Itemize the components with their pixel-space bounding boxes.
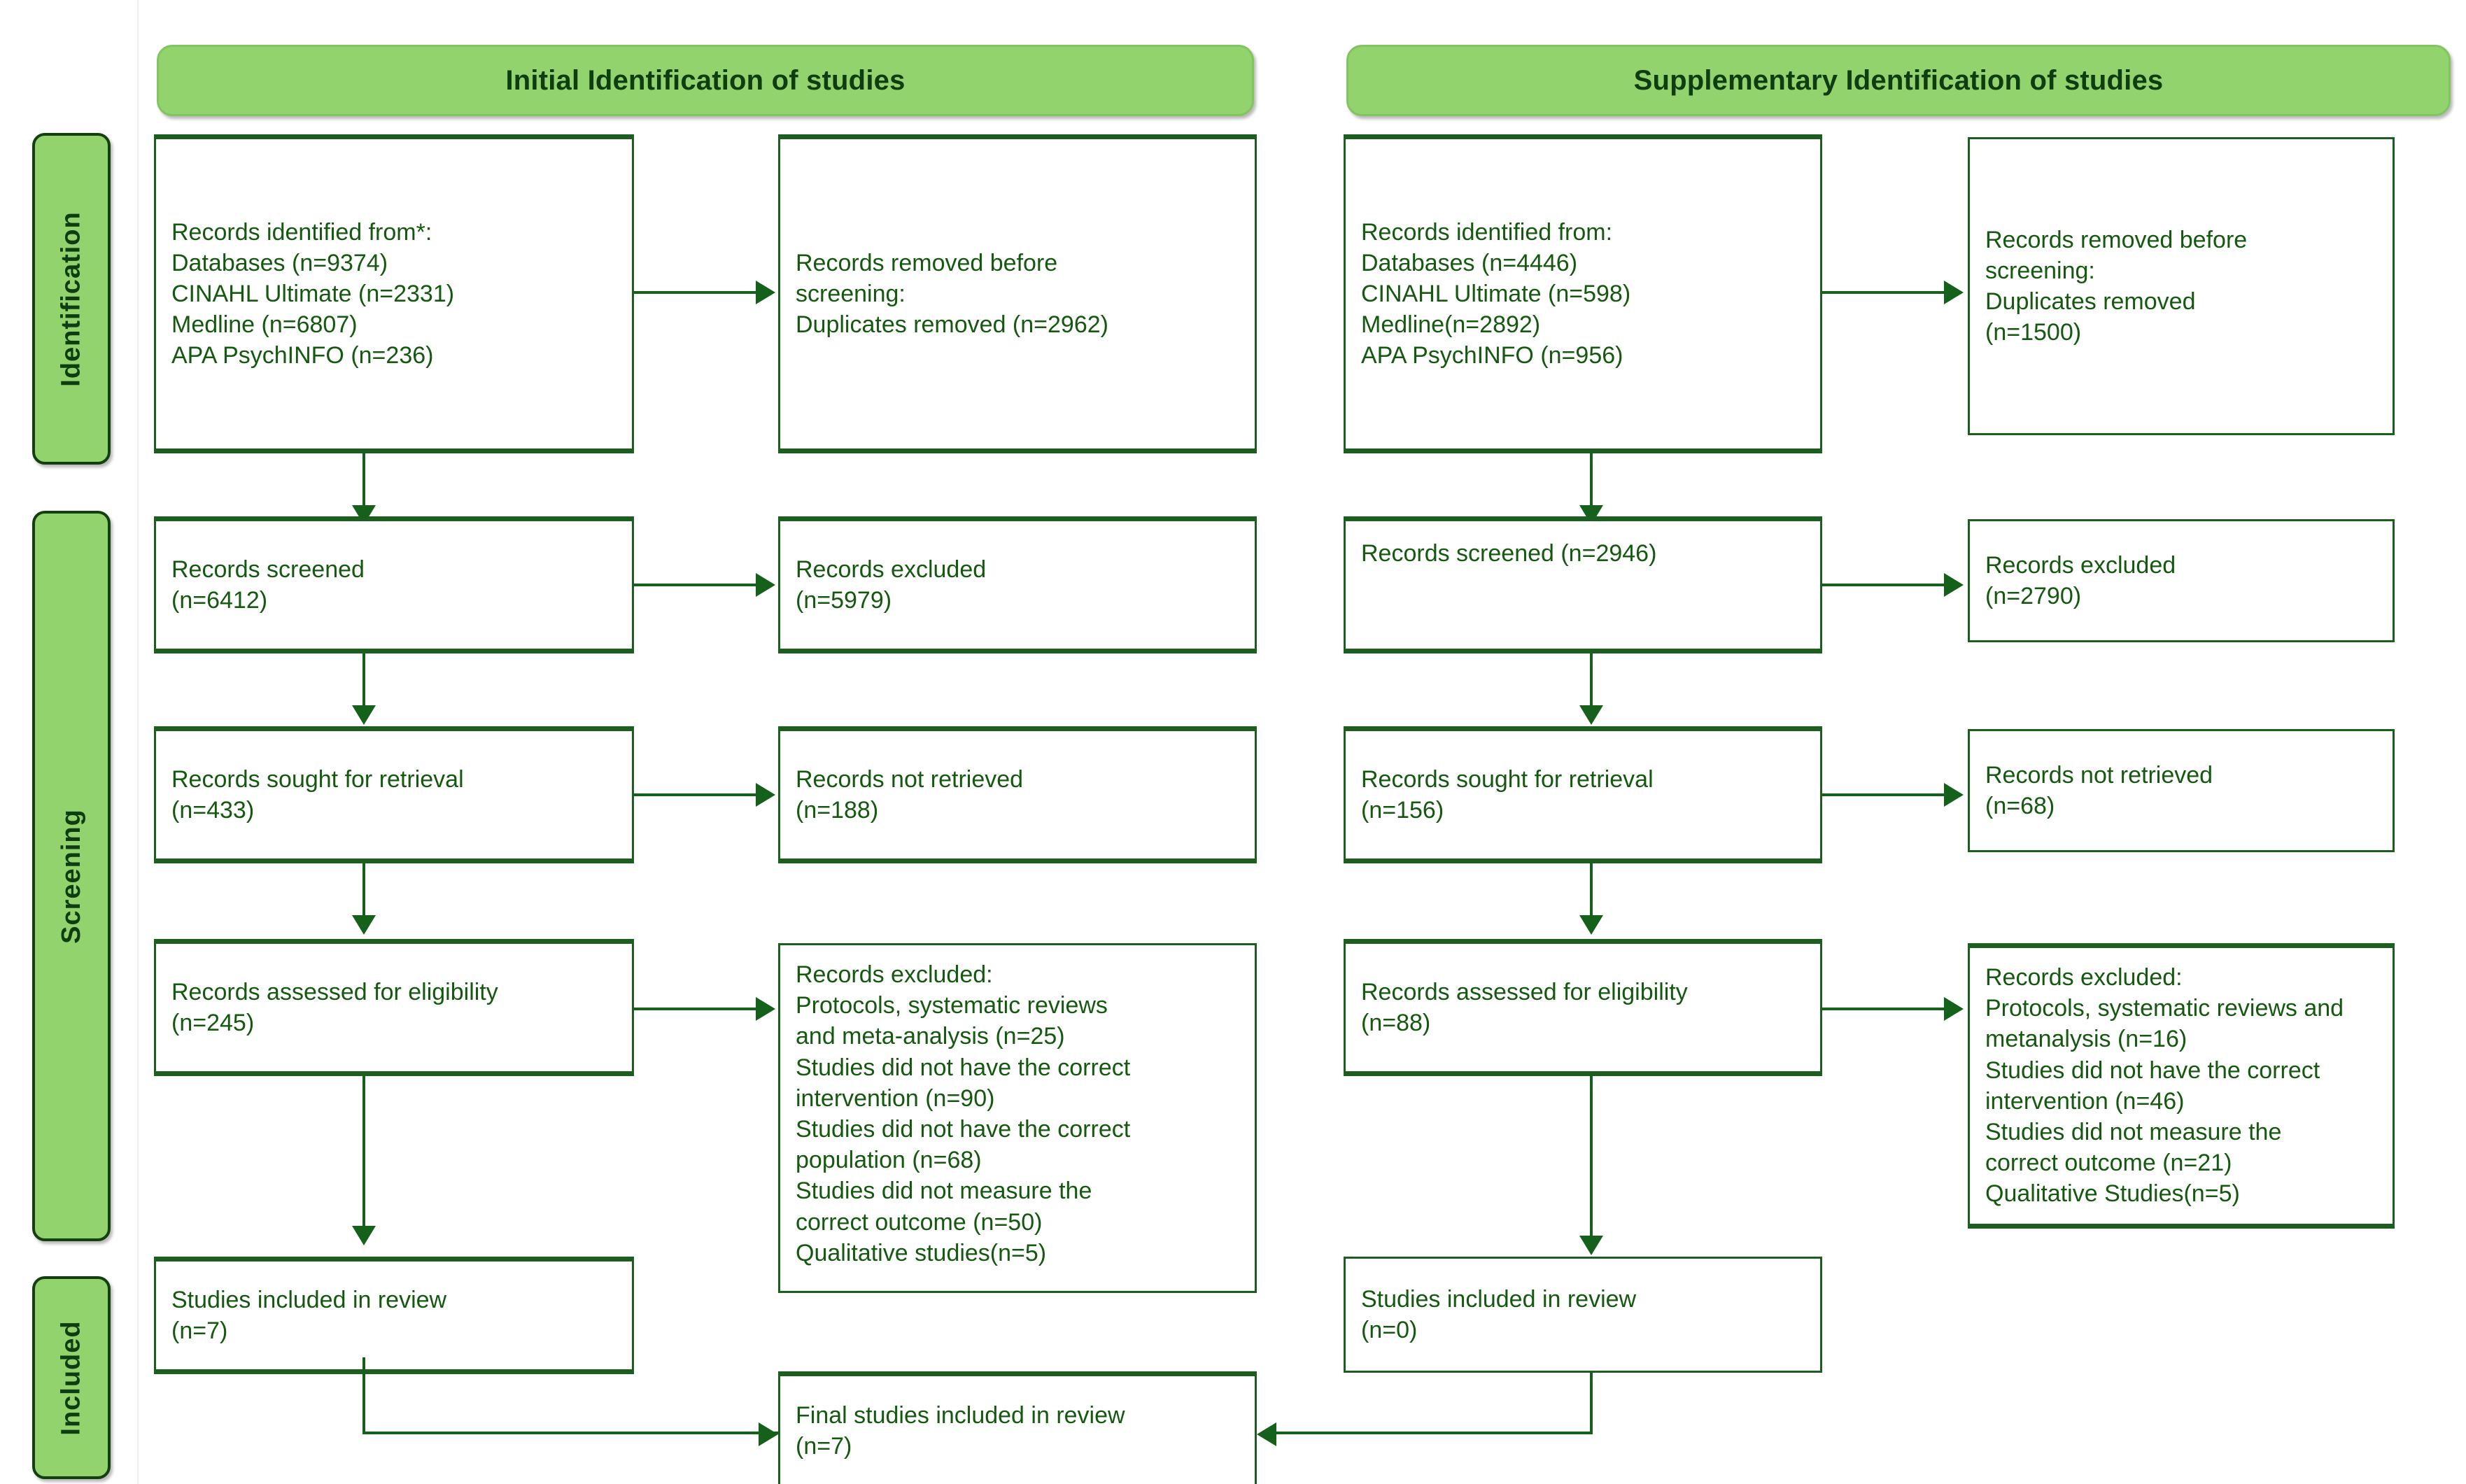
arrowhead-supp-included-to-final [1257, 1422, 1276, 1446]
supplementary-screened-excluded-text: Records excluded (n=2790) [1985, 551, 2176, 609]
box-supplementary-records-sought: Records sought for retrieval (n=156) [1344, 726, 1822, 863]
box-supplementary-records-removed: Records removed before screening: Duplic… [1968, 137, 2395, 435]
connector-initial-included-to-final-vertical [362, 1357, 365, 1434]
arrowhead-initial-assessed-to-excluded [756, 997, 775, 1021]
box-supplementary-screened-excluded: Records excluded (n=2790) [1968, 519, 2395, 642]
supplementary-records-screened-text: Records screened (n=2946) [1361, 540, 1657, 567]
box-final-studies-included: Final studies included in review (n=7) [778, 1371, 1257, 1484]
stage-label-screening: Screening [56, 808, 86, 944]
connector-supp-identified-to-removed [1822, 291, 1955, 294]
box-supplementary-assessed-eligibility: Records assessed for eligibility (n=88) [1344, 939, 1822, 1076]
supplementary-not-retrieved-text: Records not retrieved (n=68) [1985, 761, 2213, 819]
arrowhead-supp-assessed-to-excluded [1944, 997, 1964, 1021]
initial-records-screened-text: Records screened (n=6412) [171, 556, 365, 614]
arrowhead-supp-identified-to-removed [1944, 281, 1964, 304]
connector-initial-screened-to-excluded [634, 584, 767, 586]
initial-studies-included-text: Studies included in review (n=7) [171, 1286, 447, 1344]
connector-initial-assessed-to-included [362, 1076, 365, 1243]
supplementary-records-identified-text: Records identified from: Databases (n=44… [1361, 218, 1631, 369]
supplementary-assessed-eligibility-text: Records assessed for eligibility (n=88) [1361, 978, 1688, 1036]
box-initial-assessed-excluded: Records excluded: Protocols, systematic … [778, 943, 1257, 1293]
arrowhead-initial-sought-to-assessed [352, 915, 376, 935]
connector-initial-sought-to-notretrieved [634, 793, 767, 796]
supplementary-records-removed-text: Records removed before screening: Duplic… [1985, 226, 2248, 346]
arrowhead-initial-screened-to-sought [352, 705, 376, 725]
box-supplementary-studies-included: Studies included in review (n=0) [1344, 1257, 1822, 1373]
supplementary-assessed-excluded-text: Records excluded: Protocols, systematic … [1985, 964, 2344, 1208]
box-initial-records-identified: Records identified from*: Databases (n=9… [154, 134, 634, 453]
stage-pill-screening: Screening [32, 511, 111, 1241]
box-initial-not-retrieved: Records not retrieved (n=188) [778, 726, 1257, 863]
arrowhead-supp-sought-to-notretrieved [1944, 783, 1964, 807]
connector-supp-sought-to-notretrieved [1822, 793, 1955, 796]
connector-initial-identified-to-removed [634, 291, 767, 294]
box-initial-studies-included: Studies included in review (n=7) [154, 1257, 634, 1374]
connector-initial-included-to-final-horizontal [362, 1432, 778, 1434]
arrowhead-initial-included-to-final [759, 1422, 778, 1446]
connector-supp-included-to-final-vertical [1590, 1373, 1593, 1433]
box-supplementary-records-identified: Records identified from: Databases (n=44… [1344, 134, 1822, 453]
connector-supp-screened-to-excluded [1822, 584, 1955, 586]
connector-supp-assessed-to-excluded [1822, 1008, 1955, 1010]
final-studies-included-text: Final studies included in review (n=7) [796, 1401, 1125, 1460]
box-supplementary-assessed-excluded: Records excluded: Protocols, systematic … [1968, 943, 2395, 1229]
initial-records-sought-text: Records sought for retrieval (n=433) [171, 765, 464, 824]
box-initial-records-screened: Records screened (n=6412) [154, 516, 634, 653]
arrowhead-supp-screened-to-excluded [1944, 573, 1964, 597]
connector-supp-included-to-final-horizontal [1276, 1432, 1593, 1434]
stage-label-identification: Identification [56, 211, 86, 387]
stage-pill-identification: Identification [32, 133, 111, 465]
connector-initial-screened-to-sought [362, 653, 365, 722]
initial-assessed-excluded-text: Records excluded: Protocols, systematic … [796, 961, 1131, 1266]
banner-initial-label: Initial Identification of studies [505, 64, 906, 96]
banner-initial-identification: Initial Identification of studies [157, 45, 1254, 116]
arrowhead-initial-sought-to-notretrieved [756, 783, 775, 807]
banner-supplementary-label: Supplementary Identification of studies [1633, 64, 2164, 96]
box-initial-records-removed: Records removed before screening: Duplic… [778, 134, 1257, 453]
connector-supp-sought-to-assessed [1590, 863, 1593, 932]
box-initial-records-sought: Records sought for retrieval (n=433) [154, 726, 634, 863]
arrowhead-initial-assessed-to-included [352, 1226, 376, 1245]
page-margin-rule [137, 0, 139, 1484]
initial-assessed-eligibility-text: Records assessed for eligibility (n=245) [171, 978, 498, 1036]
connector-initial-identified-to-screened [362, 453, 365, 522]
stage-pill-included: Included [32, 1276, 111, 1479]
initial-not-retrieved-text: Records not retrieved (n=188) [796, 765, 1024, 824]
arrowhead-supp-assessed-to-included [1579, 1236, 1603, 1255]
arrowhead-initial-identified-to-removed [756, 281, 775, 304]
connector-initial-assessed-to-excluded [634, 1008, 767, 1010]
arrowhead-supp-sought-to-assessed [1579, 915, 1603, 935]
box-supplementary-not-retrieved: Records not retrieved (n=68) [1968, 729, 2395, 852]
stage-label-included: Included [56, 1320, 86, 1436]
box-initial-screened-excluded: Records excluded (n=5979) [778, 516, 1257, 653]
supplementary-records-sought-text: Records sought for retrieval (n=156) [1361, 765, 1654, 824]
connector-supp-identified-to-screened [1590, 453, 1593, 522]
supplementary-studies-included-text: Studies included in review (n=0) [1361, 1285, 1637, 1343]
initial-records-removed-text: Records removed before screening: Duplic… [796, 249, 1108, 339]
banner-supplementary-identification: Supplementary Identification of studies [1346, 45, 2451, 116]
connector-initial-sought-to-assessed [362, 863, 365, 932]
box-supplementary-records-screened: Records screened (n=2946) [1344, 516, 1822, 653]
box-initial-assessed-eligibility: Records assessed for eligibility (n=245) [154, 939, 634, 1076]
connector-supp-assessed-to-included [1590, 1076, 1593, 1252]
connector-supp-screened-to-sought [1590, 653, 1593, 722]
arrowhead-initial-screened-to-excluded [756, 573, 775, 597]
initial-records-identified-text: Records identified from*: Databases (n=9… [171, 218, 455, 369]
arrowhead-supp-screened-to-sought [1579, 705, 1603, 725]
initial-screened-excluded-text: Records excluded (n=5979) [796, 556, 987, 614]
